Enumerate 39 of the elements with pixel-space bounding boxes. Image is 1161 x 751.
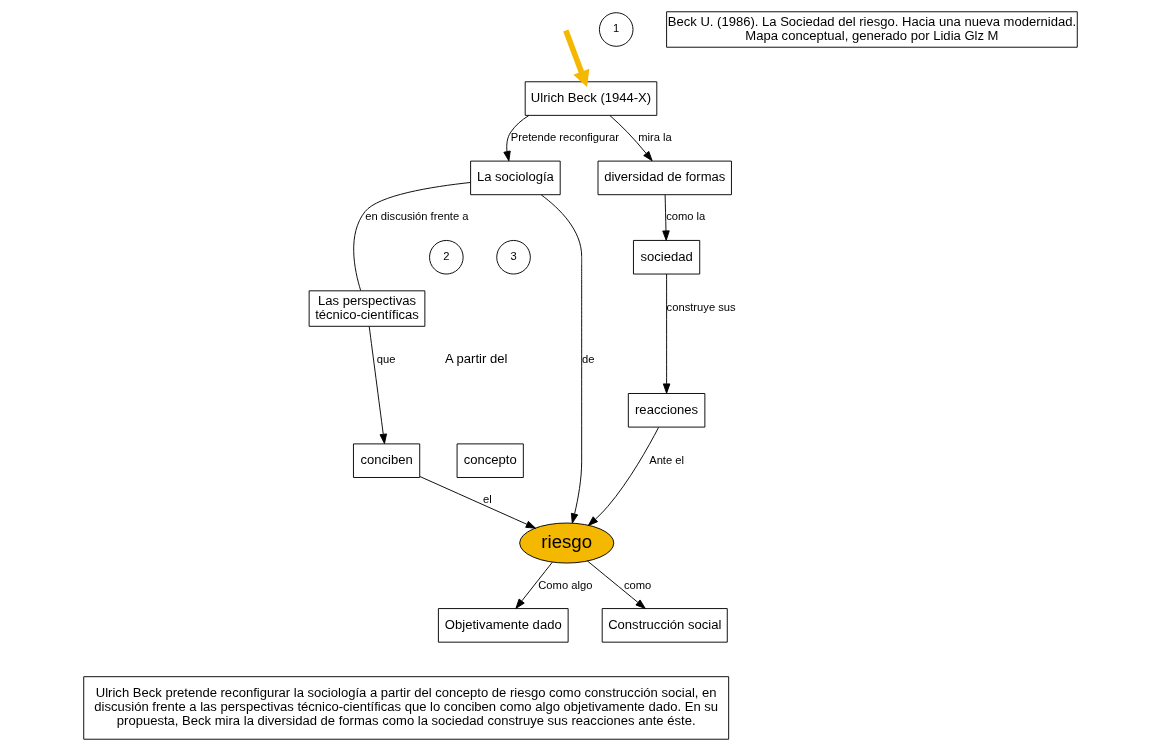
edge-label: en discusión frente a [365, 210, 469, 223]
edge-label: Como algo [538, 578, 593, 591]
node-box: Objetivamente dado [437, 608, 569, 643]
arrow [540, 194, 583, 524]
node-box: Las perspectivas técnico-científicas [308, 290, 426, 327]
edge-label: como la [666, 210, 706, 223]
node-box: diversidad de formas [597, 160, 732, 196]
edge-label: como [623, 578, 652, 591]
arrow [563, 29, 590, 88]
edge-label: de [581, 352, 595, 365]
node-box: Ulrich Beck (1944-X) [524, 81, 658, 116]
edge-label: el [483, 493, 492, 506]
node-box: sociedad [633, 239, 701, 275]
node-box: Construcción social [601, 608, 728, 643]
edge-label: construye sus [666, 301, 736, 314]
node-circle: 1 [598, 12, 634, 47]
node-box: reacciones [627, 393, 706, 428]
node-circle: 3 [496, 239, 531, 275]
connector [353, 182, 471, 292]
edge-label: mira la [638, 131, 672, 144]
node-box: La sociología [470, 160, 561, 196]
arrow [368, 326, 387, 445]
label: A partir del [445, 351, 508, 367]
arrow [587, 426, 660, 526]
node-box: conciben [353, 443, 421, 478]
arrow [419, 476, 537, 529]
node-box: Beck U. (1986). La Sociedad del riesgo. Hacia una nueva modernidad. Mapa conceptual, generado por Lidia Glz M [666, 11, 1078, 48]
arrow [515, 561, 553, 609]
edge-label: Ante el [649, 453, 685, 466]
node-circle: 2 [429, 239, 464, 275]
node-box: concepto [456, 443, 524, 478]
edge-label: que [376, 352, 396, 365]
arrow [662, 194, 670, 241]
arrow [586, 560, 646, 609]
arrow [662, 273, 671, 394]
node-box: Ulrich Beck pretende reconfigurar la sociología a partir del concepto de riesgo como construcción social, en discusión frente a las perspectivas técnico-científicas que lo conciben como algo objetivamente dado. En su propuesta, Beck mira la diversidad de formas como la sociedad construye sus reacciones ante éste. [83, 676, 730, 740]
arrow [503, 115, 530, 162]
edge-label: Pretende reconfigurar [510, 131, 619, 144]
arrow [609, 115, 653, 162]
